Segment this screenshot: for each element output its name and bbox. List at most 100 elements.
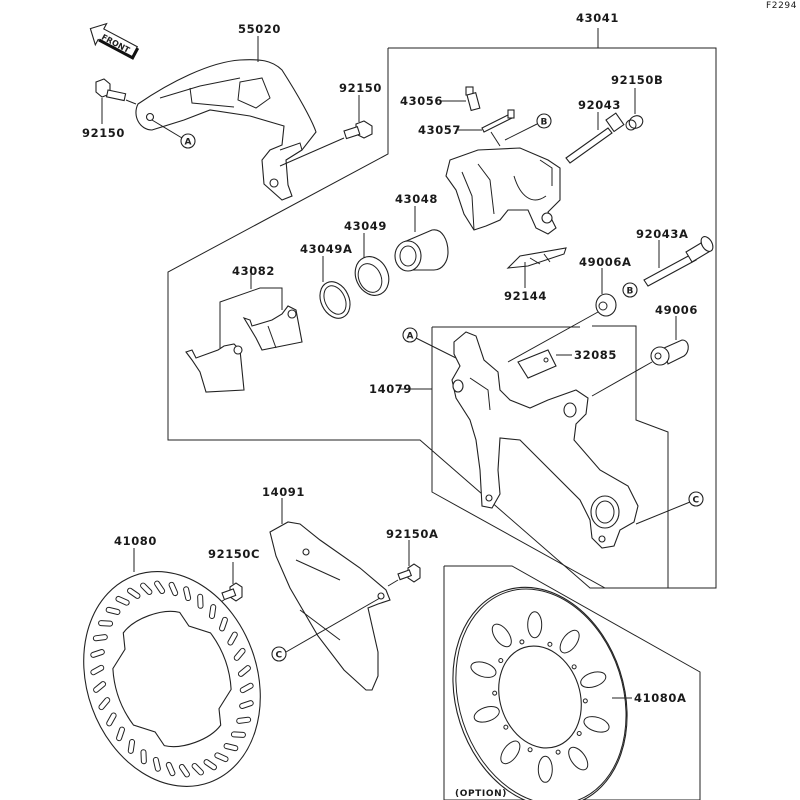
disc-vent-slot <box>191 763 204 776</box>
label-92150-left: 92150 <box>82 126 125 140</box>
label-41080a: 41080A <box>634 691 687 705</box>
disc-vent-slot <box>90 664 105 676</box>
disc-cutout <box>559 629 580 654</box>
label-43049a: 43049A <box>300 242 353 256</box>
disc-vent-slot <box>239 700 254 709</box>
disc-bolt-hole <box>576 730 582 736</box>
label-43041: 43041 <box>576 11 619 25</box>
part-14079-caliper-bracket <box>451 331 639 549</box>
label-92150c: 92150C <box>208 547 260 561</box>
part-43057-pin <box>481 109 515 133</box>
label-92150a: 92150A <box>386 527 439 541</box>
ref-marker-a-bracket: A <box>402 327 418 343</box>
ref-marker-b-top: B <box>536 113 552 129</box>
label-43082: 43082 <box>232 264 275 278</box>
disc-vent-slot <box>208 604 217 620</box>
disc-vent-slot <box>223 743 239 752</box>
svg-text:C: C <box>276 651 283 661</box>
part-92150b-plug <box>625 115 644 131</box>
disc-vent-slot <box>152 756 161 772</box>
part-92150a-bolt <box>387 563 421 587</box>
label-41080: 41080 <box>114 534 157 548</box>
part-55020-guard <box>135 59 317 201</box>
part-41080a-brake-disc <box>452 586 628 800</box>
disc-vent-slot <box>214 752 229 763</box>
part-41080-brake-disc <box>83 571 261 787</box>
label-14079: 14079 <box>369 382 412 396</box>
label-43056: 43056 <box>400 94 443 108</box>
disc-vent-slot <box>239 682 254 694</box>
part-43082-brake-pads <box>185 305 303 393</box>
label-92150b: 92150B <box>611 73 663 87</box>
disc-vent-slot <box>237 665 251 677</box>
disc-vent-slot <box>197 593 204 609</box>
part-43049-seal <box>354 256 390 296</box>
ref-marker-b-right: B <box>622 282 638 298</box>
disc-bolt-hole <box>555 749 561 755</box>
label-43048: 43048 <box>395 192 438 206</box>
disc-cutout <box>537 755 553 783</box>
front-arrow-icon: FRONT <box>89 22 140 60</box>
disc-cutout <box>527 611 543 639</box>
disc-vent-slot <box>127 738 136 754</box>
disc-vent-slot <box>98 620 114 627</box>
disc-bolt-hole <box>503 724 509 730</box>
disc-vent-slot <box>106 712 117 727</box>
label-92043a: 92043A <box>636 227 689 241</box>
disc-bolt-hole <box>527 747 533 753</box>
label-49006a: 49006A <box>579 255 632 269</box>
part-92043-pin <box>565 112 625 164</box>
disc-vent-slot <box>236 716 252 724</box>
disc-cutout <box>500 740 521 765</box>
disc-vent-slot <box>178 763 190 778</box>
disc-bolt-hole <box>571 664 577 670</box>
disc-vent-slot <box>219 616 228 632</box>
disc-bolt-hole <box>498 658 504 664</box>
svg-text:B: B <box>541 118 548 128</box>
svg-text:B: B <box>627 287 634 297</box>
ref-marker-a: A <box>180 133 196 149</box>
option-box-outline <box>443 565 701 800</box>
label-32085: 32085 <box>574 348 617 362</box>
disc-vent-slot <box>105 606 121 615</box>
figure-code: F2294 <box>766 1 797 11</box>
label-14091: 14091 <box>262 485 305 499</box>
part-92150-bolt-left <box>95 78 137 105</box>
ref-marker-c-bracket: C <box>688 491 704 507</box>
disc-cutout <box>568 746 589 771</box>
ref-marker-c-guard: C <box>271 646 287 662</box>
disc-vent-slot <box>90 649 105 658</box>
disc-cutout <box>583 716 610 733</box>
part-32085-clip <box>517 349 557 379</box>
part-43049a-seal <box>319 281 351 319</box>
part-14091-disc-guard <box>269 521 391 691</box>
option-label: (OPTION) <box>455 789 507 799</box>
label-92144: 92144 <box>504 289 547 303</box>
disc-vent-slot <box>116 726 125 742</box>
svg-text:A: A <box>185 138 192 148</box>
disc-vent-slot <box>183 586 192 602</box>
disc-bolt-hole <box>547 641 553 647</box>
disc-vent-slot <box>140 582 153 595</box>
disc-vent-slot <box>140 749 147 765</box>
disc-cutout <box>470 661 497 678</box>
assembly-43041-outline <box>167 28 717 589</box>
disc-vent-slot <box>154 580 166 595</box>
svg-text:A: A <box>407 332 414 342</box>
part-92144-spring <box>506 247 567 269</box>
disc-vent-slot <box>233 647 246 661</box>
label-92150-right: 92150 <box>339 81 382 95</box>
part-caliper-body <box>445 147 561 235</box>
label-92043: 92043 <box>578 98 621 112</box>
label-43049: 43049 <box>344 219 387 233</box>
disc-vent-slot <box>168 581 179 597</box>
svg-text:C: C <box>693 496 700 506</box>
label-49006: 49006 <box>655 303 698 317</box>
disc-cutout <box>580 671 607 688</box>
disc-vent-slot <box>230 731 246 738</box>
part-43048-piston <box>394 229 449 272</box>
disc-vent-slot <box>93 681 107 693</box>
part-92150-bolt-right <box>279 120 373 167</box>
disc-bolt-hole <box>519 639 525 645</box>
